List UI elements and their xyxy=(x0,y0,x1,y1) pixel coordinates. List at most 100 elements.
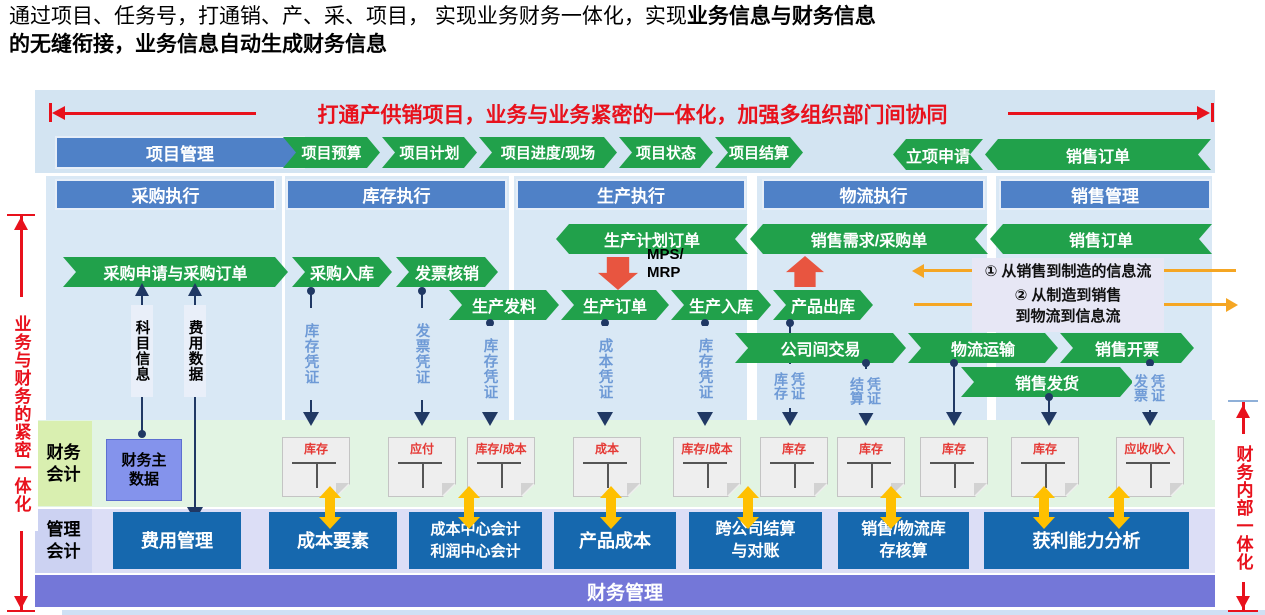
column-header: 库存执行 xyxy=(286,179,507,210)
connector-dot xyxy=(601,319,609,327)
yellow-arrow-part xyxy=(600,486,622,498)
taccount-vl xyxy=(707,464,709,488)
management-box: 费用管理 xyxy=(113,512,241,569)
taccount-doc: 库存 xyxy=(920,437,988,497)
taccount-doc-label: 应付 xyxy=(409,442,434,456)
yellow-arrow-part xyxy=(458,486,480,498)
taccount-doc-label: 库存 xyxy=(1032,442,1057,456)
left-axis-up-arrowhead-icon xyxy=(14,217,28,230)
process-arrow: 物流运输 xyxy=(908,333,1058,363)
connector-label: 发票凭证 xyxy=(411,308,433,400)
right-arrowhead-icon xyxy=(1197,106,1210,120)
process-arrow: 生产计划订单 xyxy=(556,224,748,254)
yellow-arrow-part xyxy=(464,497,474,517)
yellow-double-arrow-icon xyxy=(600,486,622,529)
yellow-arrow-part xyxy=(325,497,335,517)
process-arrow: 销售发货 xyxy=(961,367,1133,397)
taccount-doc: 成本 xyxy=(573,437,641,497)
management-box: 获利能力分析 xyxy=(984,512,1189,569)
taccount-vl xyxy=(794,464,796,488)
yellow-double-arrow-icon xyxy=(1033,486,1055,529)
taccount-doc-label: 库存 xyxy=(303,442,328,456)
connector-label: 库存 凭证 xyxy=(772,364,808,408)
taccount-doc-label: 成本 xyxy=(594,442,619,456)
process-arrow: 采购申请与采购订单 xyxy=(63,257,288,287)
taccount-doc-label: 库存 xyxy=(858,442,883,456)
taccount-hline xyxy=(847,462,891,464)
management-box: 成本中心会计 利润中心会计 xyxy=(409,512,542,569)
mps-mrp-label: MPS/ MRP xyxy=(647,246,684,281)
up-arrowhead-icon xyxy=(188,283,202,296)
title-line2: 的无缝衔接，业务信息自动生成财务信息 xyxy=(9,33,387,56)
flow-note-1: ① 从销售到制造的信息流 xyxy=(984,263,1152,280)
yellow-arrow-part xyxy=(880,486,902,498)
taccount-doc-label: 库存/成本 xyxy=(475,442,527,456)
process-arrow: 销售开票 xyxy=(1060,333,1194,363)
title-line1-bold: 业务信息与财务信息 xyxy=(686,5,876,28)
yellow-arrow-part xyxy=(737,486,759,498)
column-header: 生产执行 xyxy=(516,179,746,210)
taccount-doc: 库存/成本 xyxy=(673,437,741,497)
process-arrow: 项目计划 xyxy=(382,137,477,168)
taccount-hline xyxy=(770,462,814,464)
yellow-arrow-part xyxy=(319,486,341,498)
connector-label: 费用数据 xyxy=(184,305,206,397)
yellow-double-arrow-icon xyxy=(1108,486,1130,529)
taccount-vl xyxy=(501,464,503,488)
bottom-strip xyxy=(62,610,1265,615)
process-arrow: 项目结算 xyxy=(715,137,803,168)
yellow-arrow-part xyxy=(1033,517,1055,529)
yellow-arrow-part xyxy=(1114,497,1124,517)
connector-label: 结算 凭证 xyxy=(848,369,884,413)
process-arrow: 项目预算 xyxy=(283,137,380,168)
column-panel xyxy=(46,176,282,422)
connector-dot xyxy=(1146,359,1154,367)
top-banner-line-right xyxy=(1008,112,1198,115)
up-arrowhead-icon xyxy=(135,283,149,296)
right-axis-cap-bottom xyxy=(1228,610,1258,612)
column-header: 采购执行 xyxy=(55,179,276,210)
process-arrow: 生产订单 xyxy=(561,290,669,320)
process-arrow: 项目状态 xyxy=(619,137,713,168)
taccount-hline xyxy=(930,462,974,464)
yellow-arrow-part xyxy=(1108,486,1130,498)
yellow-arrow-part xyxy=(1108,517,1130,529)
left-axis-cap-bottom xyxy=(7,610,35,612)
yellow-arrow-part xyxy=(886,497,896,517)
down-arrowhead-icon xyxy=(303,412,319,426)
process-arrow: 立项申请 xyxy=(893,139,983,170)
taccount-hline xyxy=(683,462,727,464)
finance-management-banner: 财务管理 xyxy=(35,575,1215,607)
taccount-hline xyxy=(1126,462,1170,464)
process-arrow: 销售需求/采购单 xyxy=(750,224,988,254)
taccount-hline xyxy=(1021,462,1065,464)
down-arrowhead-icon xyxy=(697,412,713,426)
taccount-doc-label: 库存/成本 xyxy=(681,442,733,456)
flow1-line-right xyxy=(1164,269,1236,272)
process-arrow: 产品出库 xyxy=(773,290,873,320)
connector-label: 库存凭证 xyxy=(479,326,501,412)
process-arrow: 公司间交易 xyxy=(735,333,906,363)
yellow-double-arrow-icon xyxy=(880,486,902,529)
yellow-arrow-part xyxy=(1033,486,1055,498)
flow2-line-right xyxy=(1164,303,1226,306)
taccount-hline xyxy=(583,462,627,464)
yellow-arrow-part xyxy=(606,497,616,517)
connector-label: 库存凭证 xyxy=(694,326,716,412)
connector-dot xyxy=(786,319,794,327)
right-axis-up-arrowhead-icon xyxy=(1236,405,1250,418)
top-banner-end-tick-left xyxy=(49,103,52,122)
financial-accounting-label: 财务 会计 xyxy=(35,421,92,506)
taccount-hline xyxy=(398,462,442,464)
connector-line xyxy=(953,363,955,414)
yellow-double-arrow-icon xyxy=(319,486,341,529)
yellow-arrow-part xyxy=(743,497,753,517)
connector-line xyxy=(1048,397,1050,414)
process-arrow: 生产入库 xyxy=(671,290,771,320)
yellow-arrow-part xyxy=(1039,497,1049,517)
connector-dot xyxy=(307,287,315,295)
taccount-doc: 库存 xyxy=(760,437,828,497)
taccount-doc: 库存 xyxy=(1011,437,1079,497)
process-arrow: 生产发料 xyxy=(449,290,559,320)
